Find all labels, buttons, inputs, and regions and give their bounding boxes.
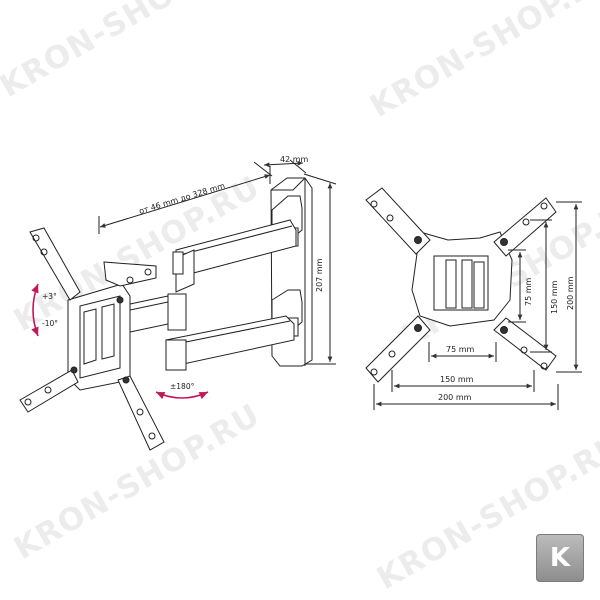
logo-letter: K bbox=[549, 543, 571, 573]
swivel-arrow bbox=[155, 391, 209, 400]
tilt-down-label: -10° bbox=[42, 319, 58, 328]
height-dimension bbox=[303, 173, 337, 365]
adapter-arm-top-left bbox=[365, 187, 431, 255]
depth-dimension bbox=[253, 159, 307, 177]
lower-arm bbox=[165, 315, 295, 371]
vesa-150-vertical-dimension bbox=[530, 219, 552, 353]
tilt-arrow bbox=[31, 283, 39, 337]
vesa-200-vertical-label: 200 mm bbox=[566, 276, 575, 310]
adapter-arm-top-right bbox=[493, 197, 557, 257]
tv-bracket-side bbox=[19, 227, 165, 451]
watermark-text: KRON-SHOP.RU bbox=[364, 0, 600, 125]
vesa-200-horizontal-label: 200 mm bbox=[438, 393, 472, 402]
side-view-drawing bbox=[19, 159, 337, 451]
adapter-arm-bottom-left bbox=[365, 315, 431, 383]
vesa-75-horizontal-dimension bbox=[428, 342, 497, 362]
vesa-150-horizontal-label: 150 mm bbox=[440, 375, 474, 384]
adapter-arm-bottom-right bbox=[493, 317, 557, 371]
vesa-150-vertical-label: 150 mm bbox=[550, 280, 559, 314]
vesa-75-vertical-dimension bbox=[508, 249, 526, 323]
swivel-label: ±180° bbox=[170, 382, 195, 391]
vesa-200-vertical-dimension bbox=[556, 201, 582, 373]
upper-arm bbox=[172, 219, 297, 293]
vesa-75-vertical-label: 75 mm bbox=[524, 277, 533, 306]
elbow-joint bbox=[129, 293, 187, 333]
depth-label: 42 mm bbox=[280, 155, 309, 164]
height-label: 207 mm bbox=[315, 258, 324, 292]
watermark-text: KRON-SHOP.RU bbox=[0, 0, 252, 105]
vesa-200-horizontal-dimension bbox=[373, 384, 559, 410]
vesa-150-horizontal-dimension bbox=[391, 370, 535, 392]
tilt-up-label: +3° bbox=[42, 292, 57, 301]
vesa-75-horizontal-label: 75 mm bbox=[446, 345, 475, 354]
kron-logo: K bbox=[536, 534, 584, 582]
front-view-drawing bbox=[365, 187, 582, 410]
